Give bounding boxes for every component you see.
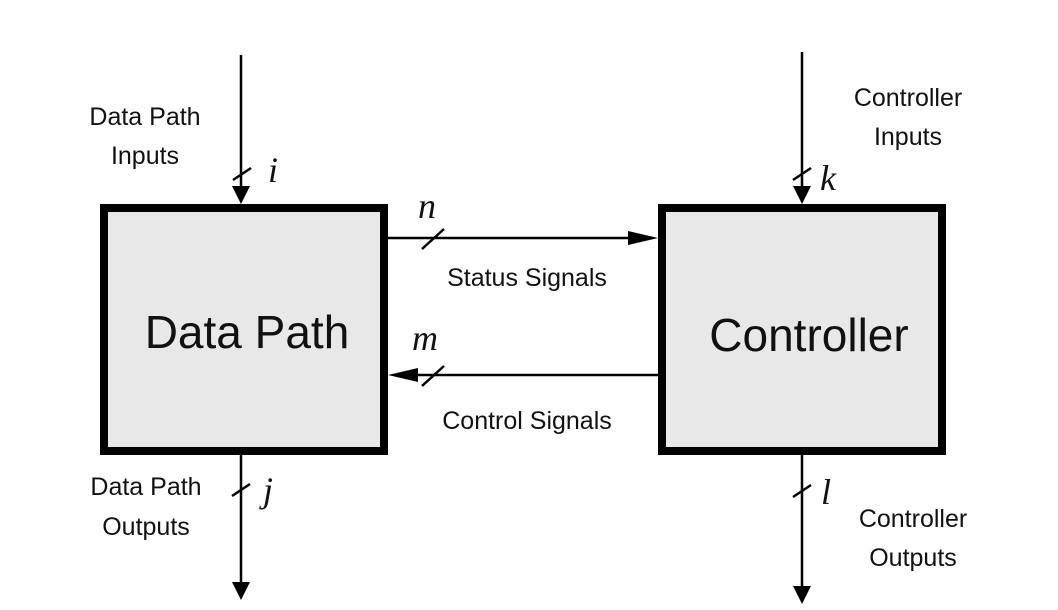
- controller-inputs-bus-slash: [792, 166, 812, 182]
- datapath-inputs-bus-slash: [232, 166, 252, 182]
- controller-outputs-arrowhead: [793, 586, 811, 604]
- controller-inputs-bus: k Controller Inputs: [792, 52, 962, 204]
- controller-outputs-label-line1: Controller: [859, 505, 967, 533]
- status-signals-label: Status Signals: [447, 264, 607, 292]
- datapath-block-label: Data Path: [145, 306, 350, 358]
- control-signals-label: Control Signals: [442, 407, 612, 435]
- datapath-outputs-label-line1: Data Path: [90, 473, 201, 501]
- controller-block-label: Controller: [709, 309, 908, 361]
- status-signals-bus: n Status Signals: [388, 186, 658, 292]
- datapath-outputs-bus-slash: [231, 482, 251, 498]
- controller-outputs-width-var: l: [821, 472, 831, 512]
- controller-box: [658, 204, 946, 455]
- controller-outputs-label-line2: Outputs: [869, 544, 957, 572]
- control-signals-bus: m Control Signals: [388, 318, 658, 435]
- datapath-box: [100, 204, 388, 455]
- controller-outputs-bus: l Controller Outputs: [792, 455, 967, 604]
- status-signals-arrowhead: [628, 231, 658, 245]
- datapath-inputs-label-line2: Inputs: [111, 142, 179, 170]
- datapath-outputs-label-line2: Outputs: [102, 513, 190, 541]
- controller-inputs-width-var: k: [820, 158, 837, 198]
- datapath-outputs-arrowhead: [232, 582, 250, 600]
- controller-block: Controller: [658, 204, 946, 455]
- controller-inputs-arrowhead: [793, 186, 811, 204]
- control-signals-arrowhead: [388, 368, 418, 382]
- controller-inputs-label-line1: Controller: [854, 84, 962, 112]
- datapath-inputs-arrowhead: [232, 186, 250, 204]
- datapath-outputs-bus: j Data Path Outputs: [90, 455, 273, 600]
- datapath-inputs-width-var: i: [268, 150, 278, 190]
- datapath-inputs-label-line1: Data Path: [89, 103, 200, 131]
- datapath-inputs-bus: i Data Path Inputs: [89, 55, 278, 204]
- controller-outputs-bus-slash: [792, 483, 812, 499]
- datapath-block: Data Path: [100, 204, 388, 455]
- controller-inputs-label-line2: Inputs: [874, 123, 942, 151]
- control-signals-bus-slash: [421, 365, 445, 387]
- control-signals-width-var: m: [412, 318, 438, 358]
- status-signals-bus-slash: [421, 228, 445, 250]
- datapath-outputs-width-var: j: [259, 470, 273, 510]
- status-signals-width-var: n: [418, 186, 436, 226]
